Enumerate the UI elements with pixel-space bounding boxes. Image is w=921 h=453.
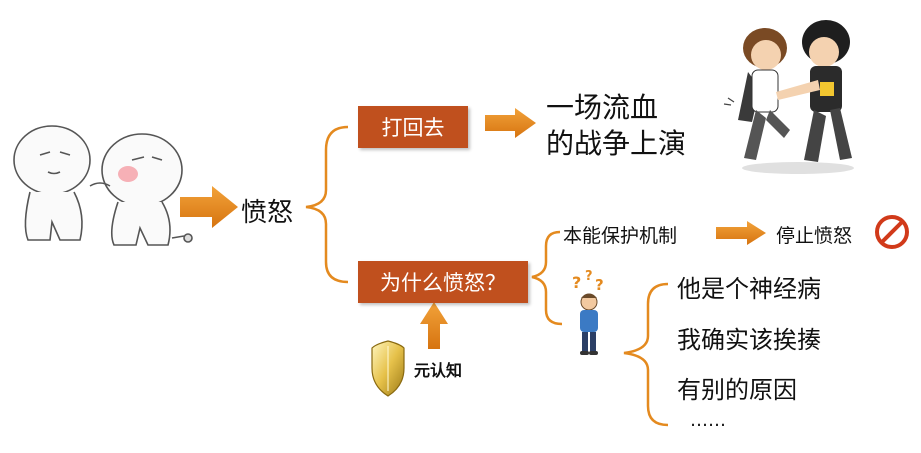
reason-ellipsis: ……	[690, 410, 726, 431]
instinct-label: 本能保护机制	[563, 225, 678, 247]
brace-main	[305, 125, 349, 284]
root-label-anger: 愤怒	[241, 198, 294, 228]
cartoon-pair-illustration	[13, 125, 193, 246]
branch-why-angry-box: 为什么愤怒？	[358, 261, 528, 303]
reason-item: 他是个神经病	[677, 275, 821, 303]
stop-anger-label: 停止愤怒	[776, 225, 853, 247]
brace-reasons	[623, 282, 669, 427]
arrow-to-bloodshed	[485, 108, 536, 138]
branch-hit-back-box: 打回去	[358, 106, 468, 148]
arrow-to-anger	[180, 186, 238, 228]
svg-text:?: ?	[585, 269, 593, 284]
bloodshed-result-line1: 一场流血	[546, 91, 659, 124]
svg-text:?: ?	[572, 273, 581, 292]
svg-text:?: ?	[595, 276, 604, 294]
no-entry-icon	[875, 215, 909, 249]
fighting-boys-illustration	[723, 20, 854, 174]
arrow-to-stop-anger	[716, 221, 766, 245]
thinking-person-illustration: ? ? ?	[572, 269, 604, 355]
shield-icon	[371, 340, 405, 397]
arrow-up-metacognition	[420, 302, 448, 349]
reason-item: 我确实该挨揍	[677, 326, 821, 354]
brace-why	[531, 230, 563, 326]
reason-item: 有别的原因	[677, 376, 797, 404]
bloodshed-result-line2: 的战争上演	[546, 127, 687, 160]
metacognition-label: 元认知	[414, 361, 463, 380]
